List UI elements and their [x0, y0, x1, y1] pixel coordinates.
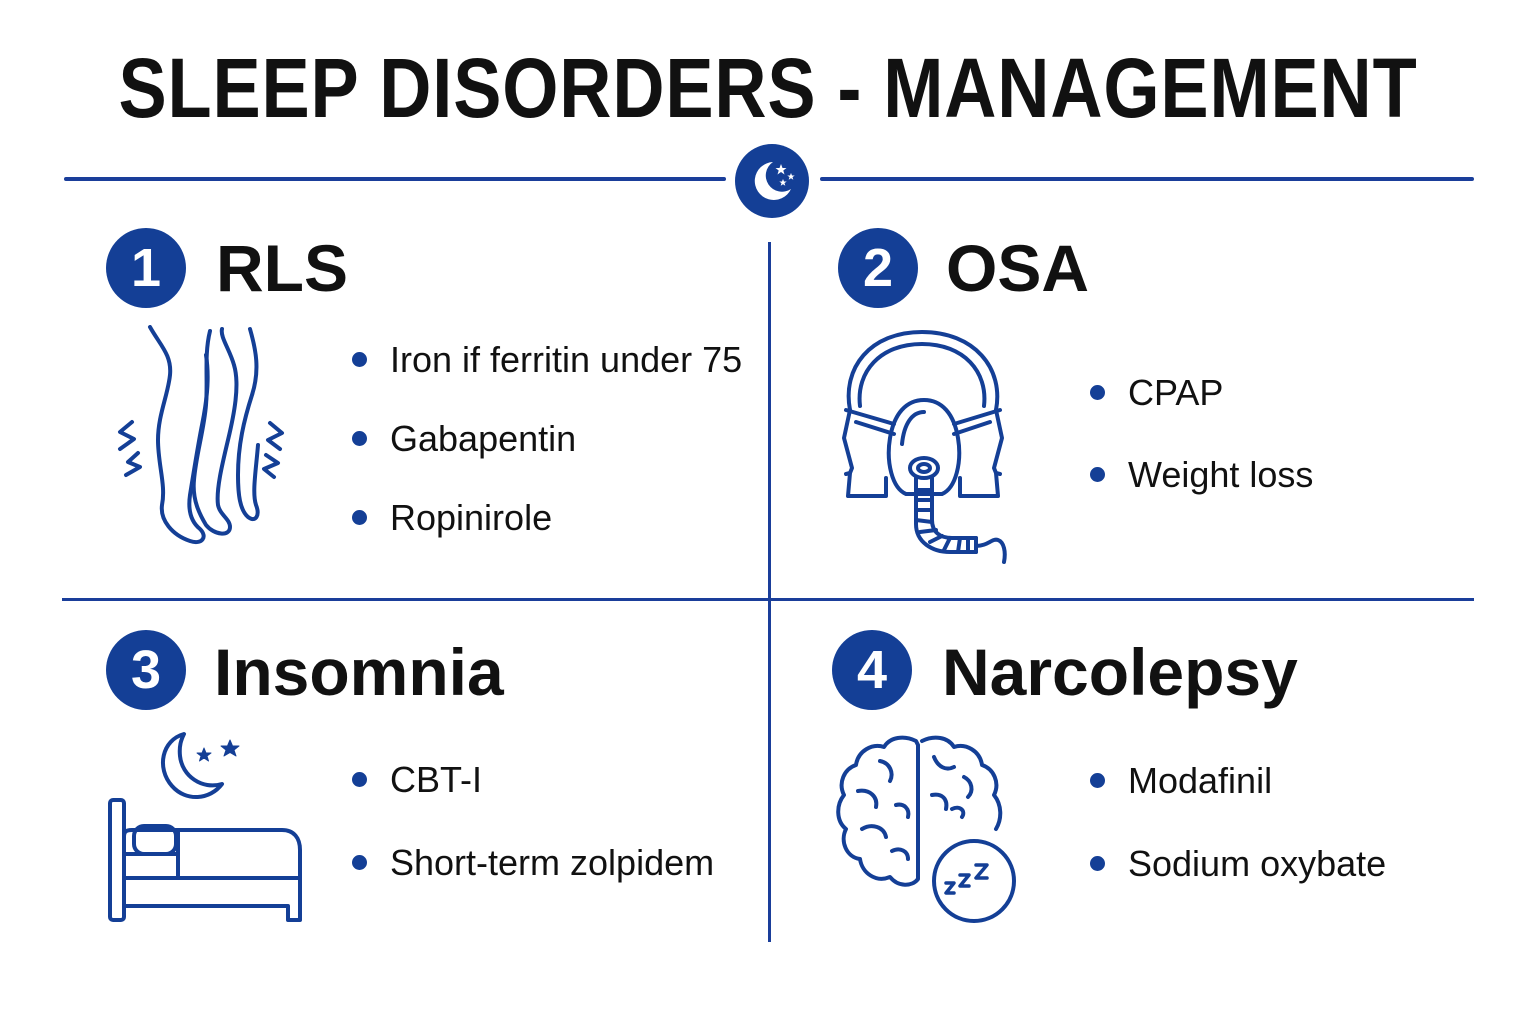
header-rule-left	[64, 177, 726, 181]
page-title: SLEEP DISORDERS - MANAGEMENT	[118, 41, 1418, 135]
list-item-text: CPAP	[1128, 372, 1224, 413]
list-item: Gabapentin	[352, 419, 742, 459]
bullet-icon	[352, 772, 367, 787]
section-heading: Narcolepsy	[942, 635, 1298, 709]
horizontal-divider	[62, 598, 1474, 601]
brain-sleep-icon	[834, 733, 1020, 923]
bullet-icon	[1090, 773, 1105, 788]
list-item: Modafinil	[1090, 761, 1386, 801]
list-item: Short-term zolpidem	[352, 843, 714, 883]
moon-stars-icon	[733, 142, 811, 220]
list-item-text: Ropinirole	[390, 497, 553, 538]
bullet-icon	[352, 855, 367, 870]
section-heading: Insomnia	[214, 635, 504, 709]
list-item: Iron if ferritin under 75	[352, 340, 742, 380]
section-number-badge: 4	[832, 630, 912, 710]
list-item: Ropinirole	[352, 498, 742, 538]
section-heading: RLS	[216, 231, 348, 305]
vertical-divider	[768, 242, 771, 942]
bullet-icon	[1090, 467, 1105, 482]
insomnia-treatment-list: CBT-I Short-term zolpidem	[352, 760, 714, 883]
cpap-mask-icon	[836, 328, 1016, 568]
section-number-badge: 3	[106, 630, 186, 710]
list-item-text: Short-term zolpidem	[390, 842, 715, 883]
bullet-icon	[352, 431, 367, 446]
section-number-badge: 1	[106, 228, 186, 308]
rls-treatment-list: Iron if ferritin under 75 Gabapentin Rop…	[352, 340, 742, 538]
section-number-badge: 2	[838, 228, 918, 308]
list-item-text: Gabapentin	[390, 418, 577, 459]
list-item-text: Modafinil	[1128, 760, 1273, 801]
bullet-icon	[352, 510, 367, 525]
narcolepsy-treatment-list: Modafinil Sodium oxybate	[1090, 761, 1386, 884]
list-item: CBT-I	[352, 760, 714, 800]
bed-moon-icon	[106, 728, 306, 924]
list-item-text: CBT-I	[390, 759, 483, 800]
list-item: Sodium oxybate	[1090, 844, 1386, 884]
bullet-icon	[1090, 856, 1105, 871]
legs-icon	[110, 325, 300, 550]
bullet-icon	[352, 352, 367, 367]
list-item: Weight loss	[1090, 455, 1313, 495]
list-item-text: Weight loss	[1128, 454, 1314, 495]
osa-treatment-list: CPAP Weight loss	[1090, 373, 1313, 495]
header-rule-right	[820, 177, 1474, 181]
list-item-text: Iron if ferritin under 75	[390, 339, 743, 380]
section-heading: OSA	[946, 231, 1090, 305]
bullet-icon	[1090, 385, 1105, 400]
list-item: CPAP	[1090, 373, 1313, 413]
list-item-text: Sodium oxybate	[1128, 843, 1387, 884]
